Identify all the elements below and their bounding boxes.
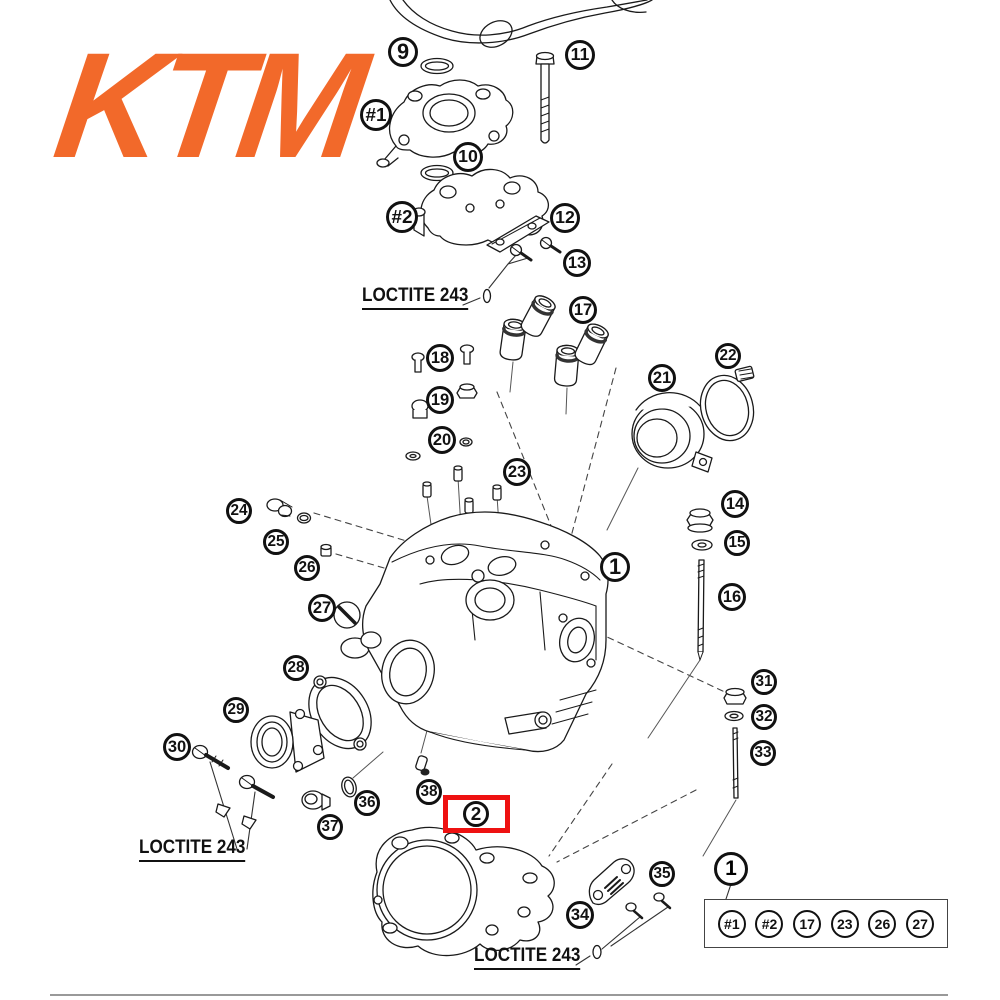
- valve-cover-gasket-drawing: [389, 0, 653, 48]
- callout-22: 22: [715, 343, 741, 369]
- callout-34: 34: [566, 901, 594, 929]
- plug-36-37-38-drawing: [301, 755, 430, 811]
- camshaft-bridge-num2-drawing: [412, 168, 549, 246]
- callout-36: 36: [354, 790, 380, 816]
- small-fasteners-drawing: [405, 344, 502, 514]
- callout-27: 27: [308, 594, 336, 622]
- legend-item-num2: #2: [755, 909, 784, 938]
- bolts-30-drawing: [191, 744, 275, 830]
- callout-25: 25: [263, 529, 289, 555]
- plate-12-drawing: [486, 215, 550, 253]
- leader-lines: [209, 253, 732, 966]
- callout-num1: #1: [360, 99, 392, 131]
- callout-17: 17: [569, 296, 597, 324]
- gasket-28-drawing: [308, 675, 372, 751]
- screws-13-drawing: [509, 236, 562, 262]
- callout-1: 1: [600, 552, 630, 582]
- callout-13: 13: [563, 249, 591, 277]
- callout-31: 31: [751, 669, 777, 695]
- loctite-o-ring-top-drawing: [482, 288, 492, 304]
- callout-16: 16: [718, 583, 746, 611]
- callout-29: 29: [223, 697, 249, 723]
- callout-14: 14: [721, 490, 749, 518]
- callout-38: 38: [416, 779, 442, 805]
- callout-26: 26: [294, 555, 320, 581]
- bolt-11-drawing: [535, 51, 555, 144]
- callout-21: 21: [648, 364, 676, 392]
- callout-10: 10: [453, 142, 483, 172]
- plate-34-screws-35-drawing: [588, 858, 672, 960]
- callout-33: 33: [750, 740, 776, 766]
- callout-32: 32: [751, 704, 777, 730]
- valve-buckets-17-drawing: [499, 295, 609, 387]
- cylinder-head-1-drawing: [360, 511, 609, 753]
- loctite-label: LOCTITE 243: [139, 837, 246, 862]
- hose-clamp-22-drawing: [699, 365, 755, 442]
- callout-2: 2: [463, 801, 489, 827]
- highlight-box: [443, 795, 510, 833]
- legend-item-23: 23: [830, 909, 859, 938]
- callout-12: 12: [550, 203, 580, 233]
- callout-num2: #2: [386, 201, 418, 233]
- legend-pointer-label: 1: [725, 857, 737, 880]
- callout-23: 23: [503, 458, 531, 486]
- stud-set-14-15-16-drawing: [686, 508, 714, 661]
- legend-item-num1: #1: [717, 909, 746, 938]
- callout-18: 18: [426, 344, 454, 372]
- loctite-label: LOCTITE 243: [474, 945, 581, 970]
- callout-24: 24: [226, 498, 252, 524]
- callout-35: 35: [649, 861, 675, 887]
- loctite-label: LOCTITE 243: [362, 285, 469, 310]
- camshaft-bridge-num1-drawing: [376, 79, 514, 168]
- legend-item-26: 26: [868, 909, 897, 938]
- flange-29-drawing: [250, 708, 325, 773]
- callout-11: 11: [565, 40, 595, 70]
- callout-9: 9: [388, 37, 418, 67]
- stud-set-31-32-33-drawing: [723, 687, 747, 799]
- o-ring-10-drawing: [420, 164, 454, 182]
- callout-15: 15: [724, 530, 750, 556]
- callout-28: 28: [283, 655, 309, 681]
- footer-divider: [50, 994, 948, 996]
- legend-item-17: 17: [793, 909, 822, 938]
- intake-boot-21-drawing: [631, 392, 713, 473]
- plug-24-25-26-drawing: [266, 498, 332, 557]
- legend-box: #1 #2 17 23 26 27: [704, 899, 948, 948]
- head-gasket-2-drawing: [372, 826, 555, 957]
- callout-19: 19: [426, 386, 454, 414]
- legend-pointer-callout: 1: [714, 852, 748, 886]
- legend-item-27: 27: [906, 909, 935, 938]
- o-ring-9-drawing: [420, 57, 454, 75]
- callout-20: 20: [428, 426, 456, 454]
- callout-37: 37: [317, 814, 343, 840]
- callout-30: 30: [163, 733, 191, 761]
